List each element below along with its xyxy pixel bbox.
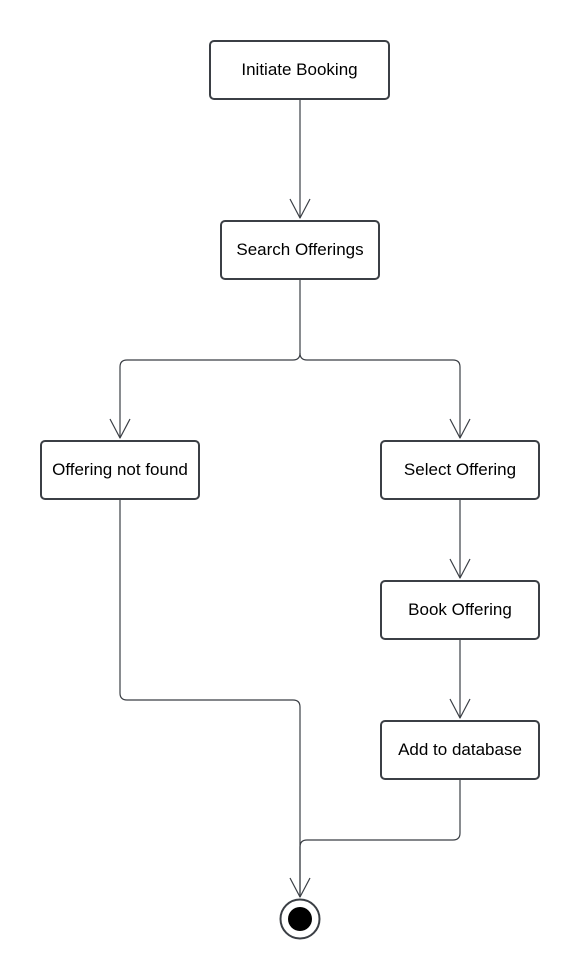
node-label: Add to database <box>398 740 522 759</box>
arrowhead-book <box>449 558 471 579</box>
arrowhead-final <box>289 877 311 898</box>
node-label: Book Offering <box>408 600 512 619</box>
book-offering-node: Book Offering <box>380 580 540 640</box>
final-node <box>279 898 321 940</box>
node-label: Select Offering <box>403 460 517 479</box>
node-label: Initiate Booking <box>241 60 358 79</box>
node-label: Search Offerings <box>236 240 364 259</box>
select-offering-node: Select Offering <box>380 440 540 500</box>
edge-search-to-notfound <box>119 280 301 438</box>
initiate-booking-node: Initiate Booking <box>209 40 390 100</box>
arrowhead-select <box>449 418 471 439</box>
arrowhead-notfound <box>109 418 131 439</box>
arrowhead-add <box>449 698 471 719</box>
edge-notfound-to-final <box>119 500 301 897</box>
node-label: Offering not found <box>52 460 188 479</box>
add-to-database-node: Add to database <box>380 720 540 780</box>
arrowhead-search <box>289 198 311 219</box>
search-offerings-node: Search Offerings <box>220 220 380 280</box>
offering-not-found-node: Offering not found <box>40 440 200 500</box>
edge-add-to-final <box>299 780 461 897</box>
edge-search-to-select <box>299 352 461 438</box>
